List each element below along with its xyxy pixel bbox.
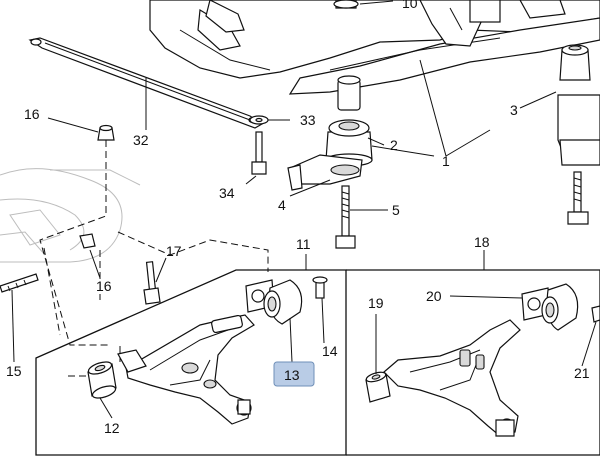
callout-16-upper: 16 bbox=[24, 106, 40, 122]
callout-10: 10 bbox=[402, 0, 418, 11]
subframe bbox=[149, 0, 600, 95]
callout-13: 13 bbox=[284, 367, 300, 383]
callout-labels: 10 2 1 3 4 5 33 34 32 16 16 17 11 18 15 … bbox=[6, 0, 590, 436]
guide-lines bbox=[39, 140, 269, 377]
detail-frames bbox=[35, 250, 600, 456]
nut-lower bbox=[79, 233, 96, 249]
callout-12: 12 bbox=[104, 420, 120, 436]
callout-33: 33 bbox=[300, 112, 316, 128]
control-arm-right bbox=[365, 283, 600, 437]
callout-19: 19 bbox=[368, 295, 384, 311]
callout-4: 4 bbox=[278, 197, 286, 213]
callout-3: 3 bbox=[510, 102, 518, 118]
leader-lines bbox=[11, 0, 597, 419]
mount-bracket bbox=[287, 154, 363, 249]
callout-16-lower: 16 bbox=[96, 278, 112, 294]
rear-mount bbox=[557, 44, 600, 225]
callout-21: 21 bbox=[574, 365, 590, 381]
callout-15: 15 bbox=[6, 363, 22, 379]
top-bolt bbox=[333, 0, 359, 9]
callout-34: 34 bbox=[219, 185, 235, 201]
callout-32: 32 bbox=[133, 132, 149, 148]
bolt-17 bbox=[143, 261, 161, 305]
bolt-15 bbox=[0, 273, 39, 293]
callout-11: 11 bbox=[296, 236, 311, 252]
callout-17: 17 bbox=[166, 243, 182, 259]
control-arm-left bbox=[87, 276, 328, 425]
callout-1: 1 bbox=[442, 153, 450, 169]
callout-18: 18 bbox=[474, 234, 490, 250]
callout-14: 14 bbox=[322, 343, 338, 359]
knuckle-ghost bbox=[0, 168, 141, 263]
engine-mount bbox=[325, 75, 373, 167]
callout-5: 5 bbox=[392, 202, 400, 218]
washer-bolt bbox=[249, 115, 269, 175]
callout-13-highlight bbox=[273, 361, 315, 387]
callout-20: 20 bbox=[426, 288, 442, 304]
callout-2: 2 bbox=[390, 137, 398, 153]
nut-upper bbox=[97, 124, 115, 141]
